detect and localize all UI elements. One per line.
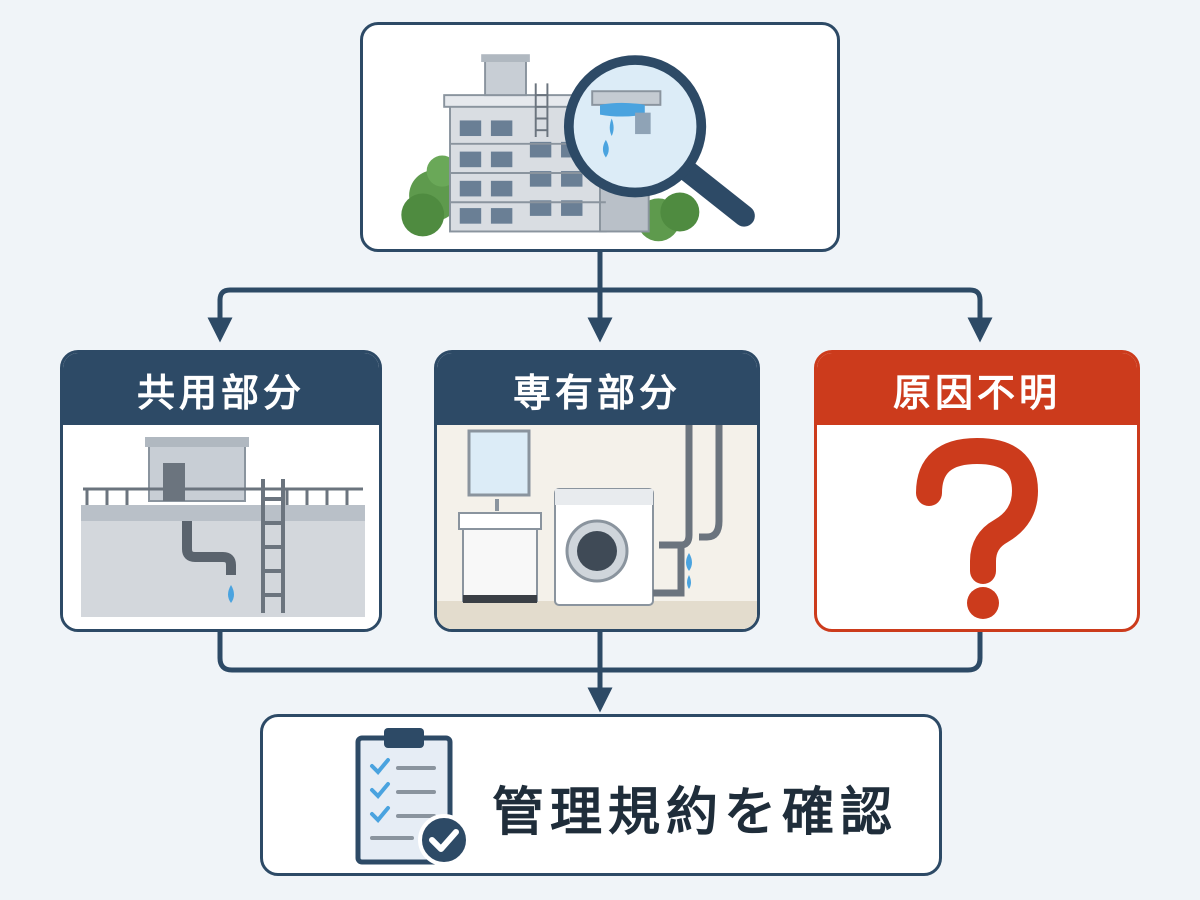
card-common-area: 共用部分 bbox=[60, 350, 382, 632]
leak-inspection-box bbox=[360, 22, 840, 252]
card-private-area-title: 専有部分 bbox=[437, 353, 757, 425]
rooftop-pipe-leak-icon bbox=[63, 425, 379, 629]
connector-merge bbox=[217, 629, 983, 673]
clipboard-checklist-icon bbox=[355, 728, 470, 866]
check-bylaws-label: 管理規約を確認 bbox=[492, 783, 899, 843]
card-common-area-title: 共用部分 bbox=[63, 353, 379, 425]
building-magnifier-leak-icon bbox=[401, 54, 755, 242]
connector-branch bbox=[217, 287, 983, 333]
card-unknown-cause-title: 原因不明 bbox=[817, 353, 1137, 425]
card-unknown-cause: 原因不明 bbox=[814, 350, 1140, 632]
question-mark-icon bbox=[916, 437, 1039, 619]
card-private-area: 専有部分 bbox=[434, 350, 760, 632]
laundry-room-pipe-leak-icon bbox=[437, 425, 757, 629]
